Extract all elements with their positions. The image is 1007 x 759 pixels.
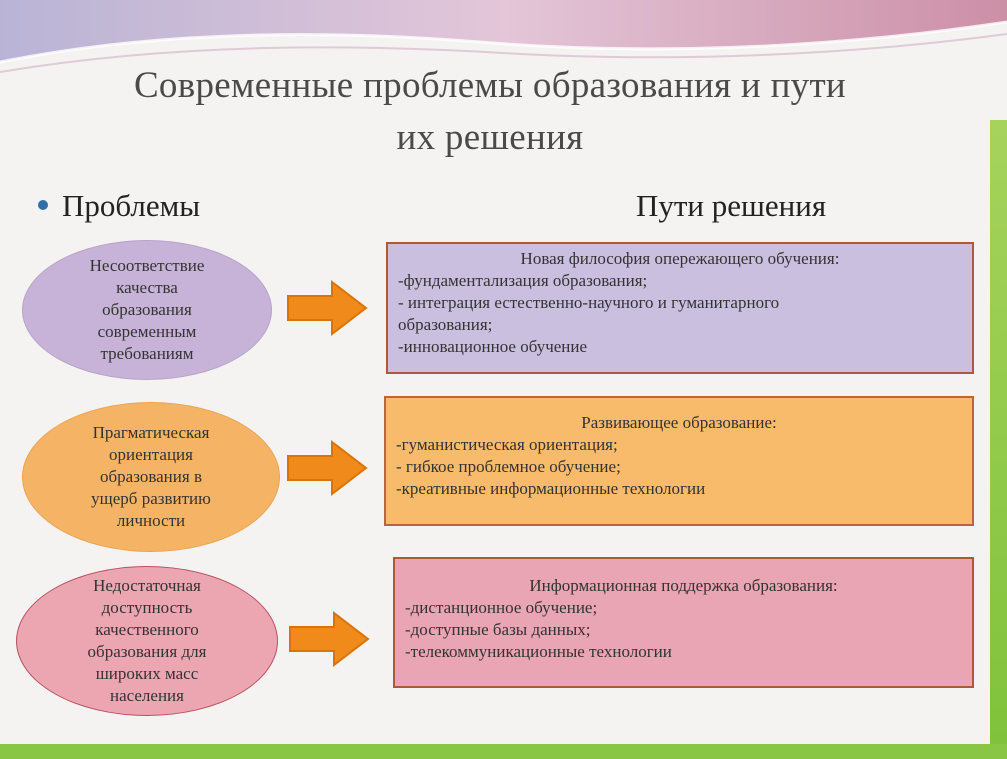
solutions-heading: Пути решения xyxy=(636,188,827,223)
problem-1-line: качества xyxy=(116,278,178,297)
problem-2-line: ущерб развитию xyxy=(91,489,211,508)
problem-1-line: современным xyxy=(97,322,197,341)
solution-3-item: -телекоммуникационные технологии xyxy=(405,642,672,661)
problem-3-line: Недостаточная xyxy=(93,576,201,595)
problem-3-line: образования для xyxy=(87,642,207,661)
problem-3-line: широких масс xyxy=(95,664,199,683)
solution-3-heading: Информационная поддержка образования: xyxy=(529,576,838,595)
arrow-right-icon xyxy=(289,611,370,667)
problem-3-line: населения xyxy=(109,686,184,705)
problem-1-ellipse: Несоответствие качества образования совр… xyxy=(22,240,272,380)
problem-2-ellipse: Прагматическая ориентация образования в … xyxy=(22,402,280,552)
solution-1-item: образования; xyxy=(398,315,493,334)
problem-2-line: ориентация xyxy=(109,445,193,464)
solution-2-heading: Развивающее образование: xyxy=(581,413,777,432)
problem-1-line: Несоответствие xyxy=(89,256,205,275)
problem-2-line: Прагматическая xyxy=(92,423,210,442)
solution-1-box: Новая философия опережающего обучения: -… xyxy=(386,242,974,374)
problem-1-line: требованиям xyxy=(100,344,194,363)
problem-2-line: образования в xyxy=(100,467,202,486)
solution-1-item: - интеграция естественно-научного и гума… xyxy=(398,293,780,312)
title-line-2: их решения xyxy=(396,117,584,158)
solution-1-item: -инновационное обучение xyxy=(398,337,588,356)
solution-2-item: -креативные информационные технологии xyxy=(396,479,706,498)
solution-2-item: -гуманистическая ориентация; xyxy=(396,435,618,454)
solution-2-item: - гибкое проблемное обучение; xyxy=(396,457,621,476)
problem-3-ellipse: Недостаточная доступность качественного … xyxy=(16,566,278,716)
problem-3-line: качественного xyxy=(95,620,199,639)
page-title: Современные проблемы образования и пути … xyxy=(40,60,940,164)
solution-3-box: Информационная поддержка образования: -д… xyxy=(393,557,974,688)
problem-1-line: образования xyxy=(102,300,192,319)
problem-3-line: доступность xyxy=(101,598,193,617)
arrow-right-icon xyxy=(287,280,368,336)
title-line-1: Современные проблемы образования и пути xyxy=(133,65,847,106)
solution-2-box: Развивающее образование: -гуманистическа… xyxy=(384,396,974,526)
bullet-icon xyxy=(38,200,48,210)
solution-1-item: -фундаментализация образования; xyxy=(398,271,648,290)
problems-heading: Проблемы xyxy=(62,188,201,223)
solution-3-item: -дистанционное обучение; xyxy=(405,598,598,617)
arrow-right-icon xyxy=(287,440,368,496)
solution-1-heading: Новая философия опережающего обучения: xyxy=(520,249,840,268)
solution-3-item: -доступные базы данных; xyxy=(405,620,591,639)
problem-2-line: личности xyxy=(116,511,186,530)
